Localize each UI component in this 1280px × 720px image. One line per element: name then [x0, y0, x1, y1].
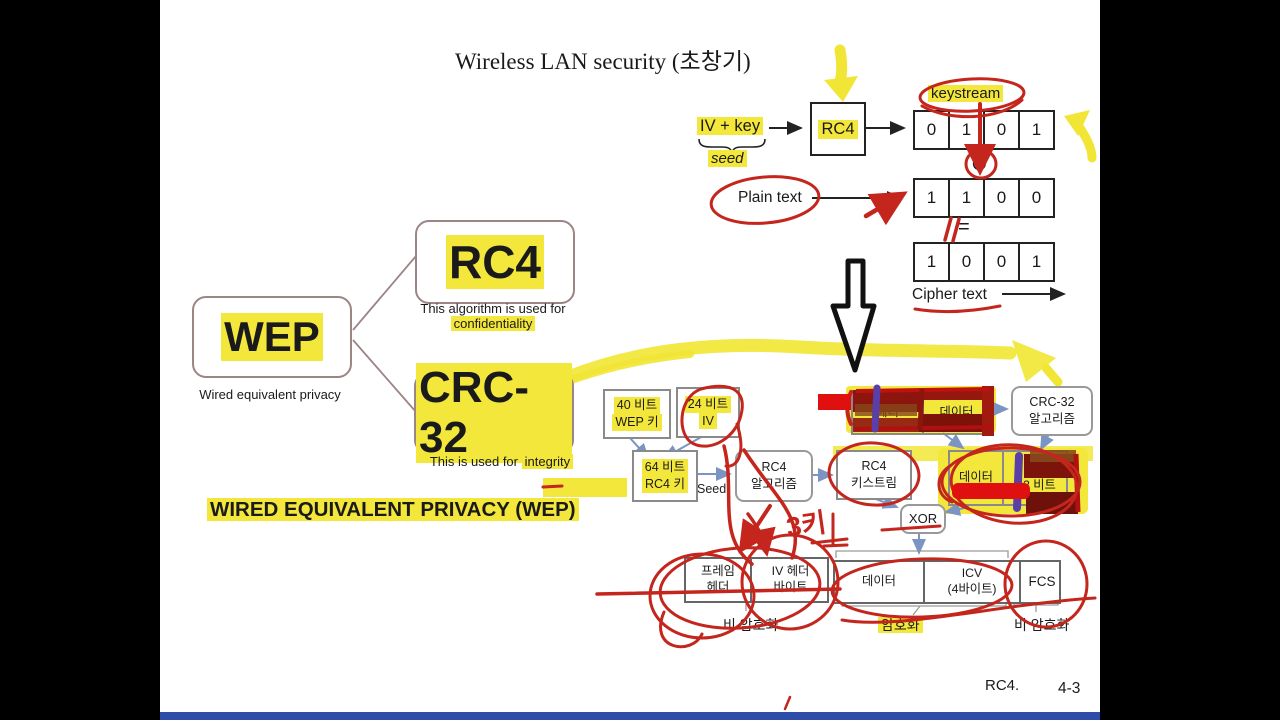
cipher-bit-row: 1 0 0 1 — [913, 242, 1055, 282]
icv-32bit-cell: ICV 32 비트 — [1002, 452, 1068, 504]
bit-cell: 0 — [948, 242, 985, 282]
crc32-caption: This is used for integrity — [414, 454, 589, 469]
bit-cell: 0 — [983, 110, 1020, 150]
crc32-tree-box: CRC-32 — [414, 363, 574, 463]
bottom-blue-strip — [160, 712, 1100, 720]
seed-label: seed — [708, 150, 747, 167]
label-not-encrypted-right: 비 암호화 — [1014, 617, 1070, 633]
frame-header-cell: 프레임 헤더 — [701, 564, 735, 594]
label-encrypted: 암호화 — [878, 615, 923, 635]
plain-bit-row: 1 1 0 0 — [913, 178, 1055, 218]
keystream-bit-row: 0 1 0 1 — [913, 110, 1055, 150]
equals-symbol: = — [958, 216, 970, 238]
iv-key-label: IV + key — [697, 117, 764, 136]
label-not-encrypted-left: 비 암호화 — [723, 617, 779, 633]
keystream-label: keystream — [928, 85, 1004, 102]
data-icv-data-cell: 데이터 — [959, 470, 993, 484]
box-rc4-keystream: RC4 키스트림 — [836, 450, 912, 500]
page-title: Wireless LAN security (초창기) — [455, 49, 751, 74]
bit-cell: 0 — [1018, 178, 1055, 218]
box-24bit-iv: 24 비트 IV — [676, 387, 740, 438]
rc4-box: RC4 — [810, 102, 866, 156]
plain-text-label: Plain text — [738, 189, 802, 206]
box-rc4-algorithm: RC4 알고리즘 — [735, 450, 813, 502]
cipher-text-label: Cipher text — [912, 286, 987, 303]
frame-left-box: 프레임 헤더 IV 헤더 바이트 — [684, 557, 829, 603]
wep-caption: Wired equivalent privacy — [199, 387, 341, 402]
box-crc32-algorithm: CRC-32 알고리즘 — [1011, 386, 1093, 436]
box-header-data-frame: 헤더 데이터 — [851, 390, 989, 435]
bit-cell: 1 — [1018, 110, 1055, 150]
handwritten-3keys-note: 3키 — [784, 507, 829, 543]
bit-cell: 1 — [948, 178, 985, 218]
rc4-caption: This algorithm is used for confidentiali… — [420, 301, 566, 331]
frame-right-box: 데이터 ICV (4바이트) FCS — [833, 560, 1061, 604]
frame-icv-cell: ICV (4바이트) — [923, 562, 1019, 602]
bit-cell: 0 — [983, 178, 1020, 218]
box-data-icv: 데이터 ICV 32 비트 — [948, 450, 1068, 506]
bit-cell: 1 — [913, 242, 950, 282]
right-black-bar — [1100, 0, 1280, 720]
bit-cell: 1 — [913, 178, 950, 218]
bit-cell: 0 — [983, 242, 1020, 282]
seed-diagram-label: Seed — [697, 482, 727, 496]
box-64bit-rc4-key: 64 비트 RC4 키 — [632, 450, 698, 502]
header-cell: 헤더 — [876, 404, 899, 419]
wep-heading: WIRED EQUIVALENT PRIVACY (WEP) — [207, 498, 579, 522]
xor-symbol: ⊕ — [971, 153, 988, 175]
rc4-tree-box: RC4 — [415, 220, 575, 304]
frame-data-cell: 데이터 — [862, 574, 896, 588]
data-cell: 데이터 — [922, 392, 989, 433]
footer-label: RC4. — [985, 677, 1020, 694]
iv-header-cell: IV 헤더 바이트 — [750, 559, 829, 601]
bit-cell: 1 — [948, 110, 985, 150]
box-40bit-wep-key: 40 비트 WEP 키 — [603, 389, 671, 439]
left-black-bar — [0, 0, 160, 720]
frame-fcs-cell: FCS — [1019, 562, 1063, 602]
bit-cell: 1 — [1018, 242, 1055, 282]
page-number: 4-3 — [1058, 680, 1081, 697]
wep-box: WEP — [192, 296, 352, 378]
bit-cell: 0 — [913, 110, 950, 150]
box-xor: XOR — [900, 504, 946, 534]
